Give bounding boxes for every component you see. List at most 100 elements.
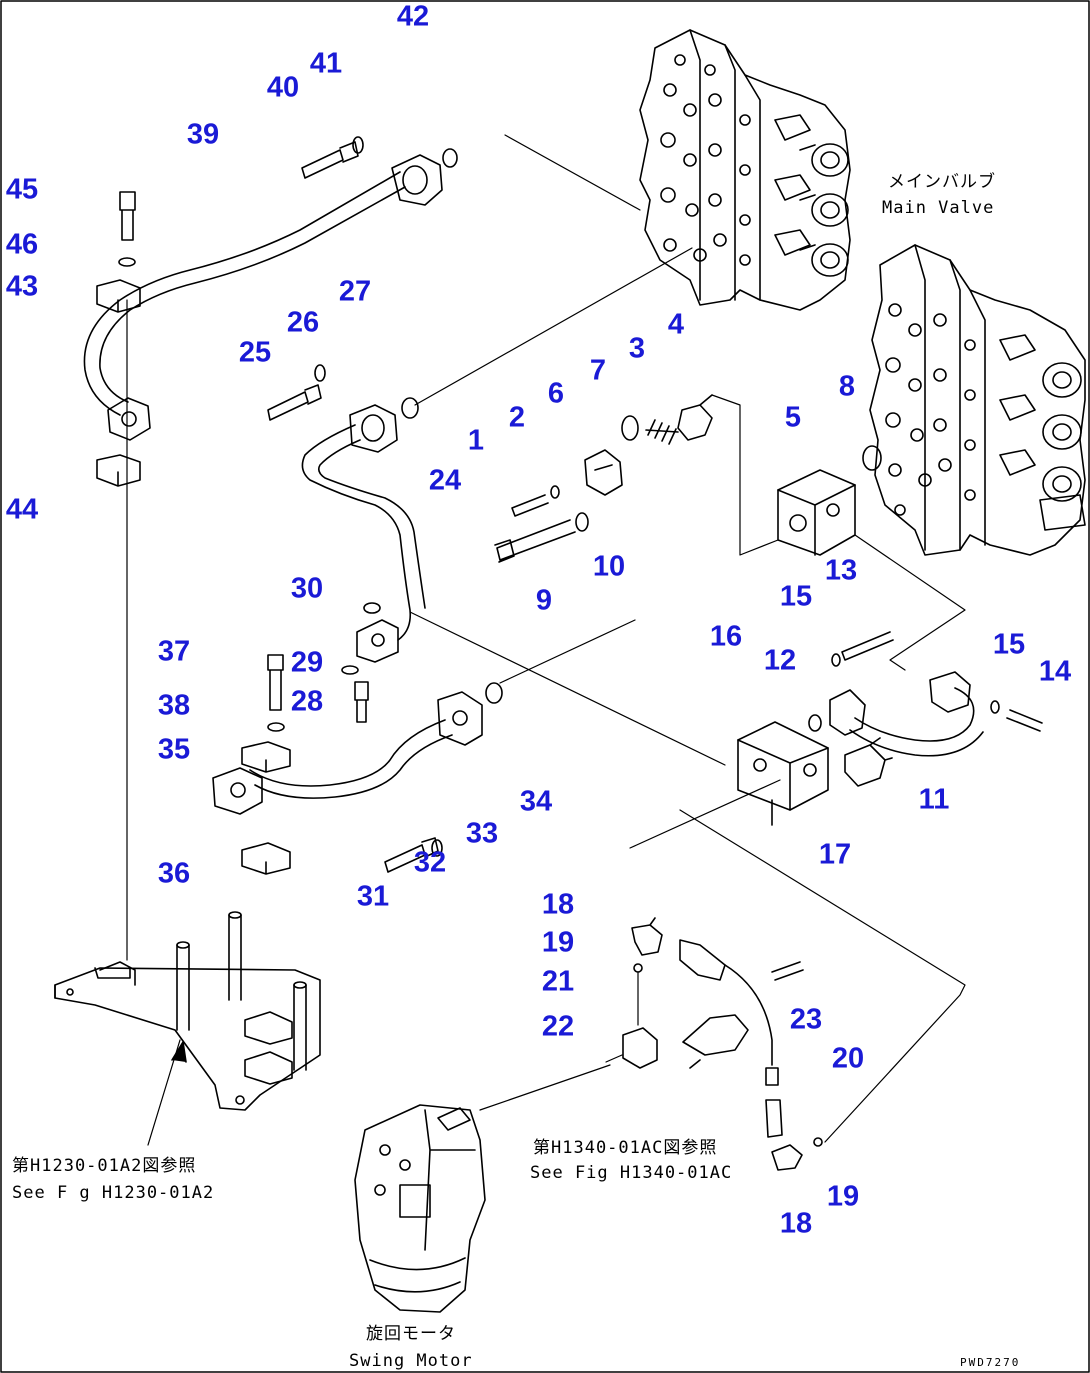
washer-15a — [831, 653, 841, 667]
oring-29 — [341, 665, 359, 675]
ref-right-en: See Fig H1340-01AC — [530, 1163, 733, 1183]
callout-28: 28 — [290, 685, 324, 718]
oring-34 — [485, 682, 503, 704]
callout-2: 2 — [508, 401, 526, 434]
oring-19b — [813, 1137, 823, 1147]
callout-41: 41 — [309, 47, 343, 80]
block-5 — [777, 469, 856, 556]
callout-21: 21 — [541, 965, 575, 998]
pipe-24 — [301, 404, 426, 663]
main-valve-top — [639, 29, 851, 311]
callout-42: 42 — [396, 0, 430, 33]
callout-3: 3 — [628, 332, 646, 365]
oring-30 — [363, 602, 381, 614]
cover-6 — [584, 449, 623, 496]
bolt-40 — [301, 141, 359, 179]
callout-1: 1 — [467, 424, 485, 457]
callout-18a: 18 — [541, 888, 575, 921]
callout-29: 29 — [290, 646, 324, 679]
bolt-28 — [354, 681, 369, 723]
callout-19a: 19 — [541, 926, 575, 959]
callout-13: 13 — [824, 554, 858, 587]
washer-38 — [267, 722, 285, 732]
callout-39: 39 — [186, 118, 220, 151]
swing-motor-label-jp: 旋回モータ — [366, 1324, 456, 1344]
bolt-37 — [267, 654, 284, 711]
bolt-9 — [494, 519, 576, 563]
callout-7: 7 — [589, 354, 607, 387]
hose-end — [682, 1014, 749, 1069]
callout-37: 37 — [157, 635, 191, 668]
callout-20: 20 — [831, 1042, 865, 1075]
plug-4 — [677, 394, 713, 441]
bolt-13 — [841, 631, 894, 661]
callout-23: 23 — [789, 1003, 823, 1036]
callout-5: 5 — [784, 401, 802, 434]
callout-24: 24 — [428, 464, 462, 497]
callout-46: 46 — [5, 228, 39, 261]
callout-17: 17 — [818, 838, 852, 871]
pipe-31 — [212, 691, 483, 815]
callout-4: 4 — [667, 308, 685, 341]
callout-14: 14 — [1038, 655, 1072, 688]
callout-15a: 15 — [779, 580, 813, 613]
main-valve-label-en: Main Valve — [882, 198, 995, 218]
oring-7 — [621, 415, 639, 441]
callout-11: 11 — [918, 783, 950, 816]
fitting-21 — [622, 1027, 658, 1069]
washer-15b — [990, 700, 1000, 714]
callout-8: 8 — [838, 370, 856, 403]
clamp-35 — [241, 741, 291, 773]
connector-20 — [765, 1067, 779, 1086]
callout-6: 6 — [547, 377, 565, 410]
callout-32: 32 — [413, 846, 447, 879]
callout-36: 36 — [157, 857, 191, 890]
bracket-assembly — [54, 911, 321, 1111]
callout-35: 35 — [157, 733, 191, 766]
clamp-44 — [96, 454, 141, 487]
callout-38: 38 — [157, 689, 191, 722]
callout-34: 34 — [519, 785, 553, 818]
oring-27 — [401, 397, 419, 419]
elbow-18a — [631, 917, 663, 956]
clamp-43 — [96, 279, 141, 313]
callout-9: 9 — [535, 584, 553, 617]
oring-12 — [808, 714, 822, 732]
hose-fitting — [679, 939, 726, 981]
oring-8 — [862, 445, 882, 471]
callout-12: 12 — [763, 644, 797, 677]
oring-19a — [633, 963, 643, 973]
bolt-25 — [267, 384, 322, 421]
washer-10 — [575, 512, 589, 532]
bolt-45 — [119, 191, 136, 241]
callout-16: 16 — [709, 620, 743, 653]
callout-27: 27 — [338, 275, 372, 308]
bolt-32 — [384, 837, 439, 873]
pipe-11 — [829, 671, 984, 757]
clamp-36 — [241, 842, 291, 875]
swing-motor — [354, 1104, 486, 1313]
ref-left-en: See F g H1230-01A2 — [12, 1183, 215, 1203]
bolt-14 — [1006, 709, 1043, 732]
callout-33: 33 — [465, 817, 499, 850]
main-valve-label-jp: メインバルブ — [888, 172, 996, 192]
washer-46 — [118, 257, 136, 267]
drawing-code: PWD7270 — [960, 1356, 1021, 1369]
callout-25: 25 — [238, 336, 272, 369]
callout-10: 10 — [592, 550, 626, 583]
pipe-39 — [83, 154, 443, 441]
callout-22: 22 — [541, 1010, 575, 1043]
callout-15b: 15 — [992, 628, 1026, 661]
ref-right-jp: 第H1340-01AC図参照 — [533, 1138, 718, 1158]
callout-43: 43 — [5, 270, 39, 303]
main-valve-right — [869, 244, 1086, 556]
callout-44: 44 — [5, 493, 39, 526]
ref-left-jp: 第H1230-01A2図参照 — [12, 1156, 197, 1176]
callout-26: 26 — [286, 306, 320, 339]
callout-30: 30 — [290, 572, 324, 605]
swing-motor-label-en: Swing Motor — [349, 1351, 473, 1371]
washer-2 — [550, 485, 560, 499]
